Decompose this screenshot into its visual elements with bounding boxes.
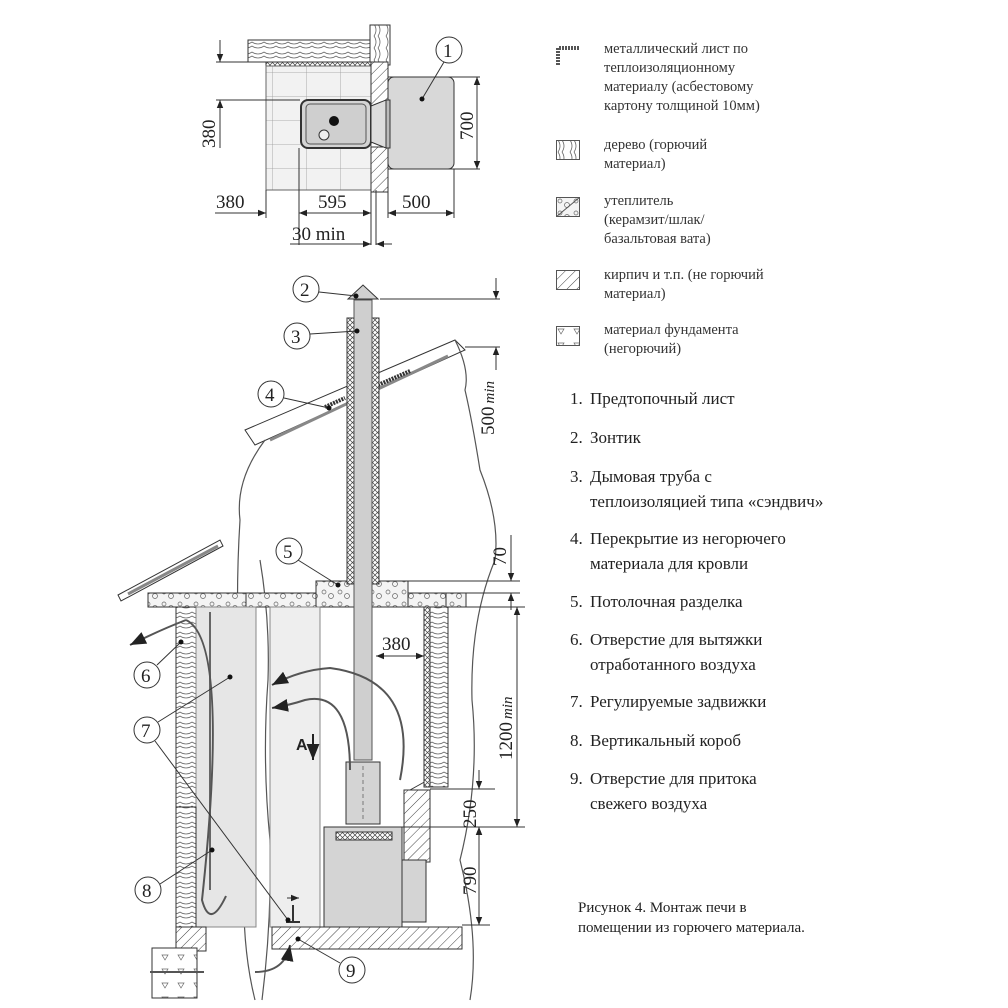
legend-entry-wood: дерево (горючий материал) bbox=[604, 137, 708, 172]
callout-5: 5 bbox=[275, 537, 341, 588]
svg-text:6: 6 bbox=[141, 666, 151, 687]
plan-wood-wall-corner bbox=[369, 24, 391, 66]
foundation-swatch-icon bbox=[556, 326, 580, 346]
callout-9: 9 bbox=[295, 936, 366, 984]
right-brick-shield bbox=[403, 789, 431, 863]
wood-swatch-icon bbox=[556, 140, 580, 160]
figure-caption: Рисунок 4. Монтаж печи в помещении из го… bbox=[578, 900, 805, 936]
break-line-right bbox=[454, 339, 497, 1001]
dim-plan-bottom-left: 380 bbox=[216, 192, 245, 213]
plan-chimney-outlet-icon bbox=[329, 116, 339, 126]
callout-4: 4 bbox=[257, 380, 332, 411]
dim-plan-left-vertical: 380 bbox=[199, 120, 220, 149]
callout-8: 8 bbox=[134, 847, 215, 904]
list-item: 5.Потолочная разделка bbox=[570, 592, 743, 611]
break-line-left-b bbox=[259, 559, 271, 1001]
dim-plan-min-gap: 30 min bbox=[292, 224, 346, 245]
dim-pipe-to-wall: 380 bbox=[382, 634, 411, 655]
brick-swatch-icon bbox=[556, 270, 580, 290]
dim-ceiling-cut: 70 bbox=[490, 547, 511, 566]
water-tank bbox=[345, 761, 381, 825]
svg-text:4: 4 bbox=[265, 385, 275, 406]
plan-metal-strip bbox=[265, 61, 377, 67]
left-foundation-brick bbox=[175, 926, 207, 952]
dim-ceiling-height: 1200min bbox=[496, 697, 517, 761]
plan-wood-wall-top bbox=[247, 39, 389, 63]
chimney-cap bbox=[346, 284, 380, 300]
left-wood-wall bbox=[175, 606, 197, 808]
list-item: 2.Зонтик bbox=[570, 428, 641, 447]
callout-6: 6 bbox=[133, 639, 184, 689]
dim-roof-clearance: 500min bbox=[478, 381, 499, 435]
callout-1-circle bbox=[435, 36, 463, 64]
right-wood-wall bbox=[429, 606, 449, 788]
chimney-pipe bbox=[353, 299, 373, 761]
plan-brick-wall-lower bbox=[370, 146, 389, 193]
list-item: 7.Регулируемые задвижки bbox=[570, 692, 767, 711]
dim-plan-bottom-mid: 595 bbox=[318, 192, 347, 213]
insulation-swatch-icon bbox=[556, 197, 580, 217]
legend-entry-foundation: материал фундамента (негорючий) bbox=[604, 322, 739, 357]
list-item: 1.Предтопочный лист bbox=[570, 389, 735, 408]
section-view: A 500min 70 1200min 380 250 790 2 bbox=[117, 275, 525, 1001]
ceiling-slab-left bbox=[147, 592, 247, 608]
pre-fire-sheet bbox=[387, 76, 455, 170]
plan-view: 380 700 380 595 500 30 min 1 bbox=[199, 24, 481, 248]
callout-7: 7 bbox=[133, 674, 291, 923]
stove-firebox-door bbox=[401, 859, 427, 923]
vertical-duct-box bbox=[195, 606, 257, 928]
svg-text:3: 3 bbox=[291, 327, 301, 348]
floor-brick-base bbox=[271, 926, 463, 950]
svg-text:5: 5 bbox=[283, 542, 293, 563]
plan-firebox-tunnel bbox=[370, 99, 387, 149]
plan-water-outlet-icon bbox=[318, 129, 330, 141]
dim-plan-right-vertical: 700 bbox=[457, 112, 478, 141]
svg-text:2: 2 bbox=[300, 280, 310, 301]
callout-2: 2 bbox=[292, 275, 359, 303]
callout-1: 1 bbox=[443, 41, 453, 62]
metal-sheet-swatch-icon bbox=[556, 46, 580, 65]
dim-stove-height: 790 bbox=[460, 867, 481, 896]
legend-entry-brick: кирпич и т.п. (не горючий материал) bbox=[604, 267, 764, 302]
dim-stove-top-to-wall: 250 bbox=[460, 800, 481, 829]
svg-text:8: 8 bbox=[142, 881, 152, 902]
inner-insulation-wall bbox=[269, 606, 321, 928]
dim-plan-bottom-right: 500 bbox=[402, 192, 431, 213]
sauna-stove bbox=[323, 826, 403, 928]
callout-3: 3 bbox=[283, 322, 360, 350]
svg-text:9: 9 bbox=[346, 961, 356, 982]
svg-text:7: 7 bbox=[141, 721, 151, 742]
legend-entry-insulation: утеплитель (керамзит/шлак/ базальтовая в… bbox=[604, 193, 711, 247]
view-marker-a: A bbox=[296, 737, 308, 754]
legend-entry-metal-sheet: металлический лист по теплоизоляционному… bbox=[604, 41, 760, 114]
list-item: 8.Вертикальный короб bbox=[570, 731, 742, 750]
plan-door-frame bbox=[385, 99, 391, 149]
